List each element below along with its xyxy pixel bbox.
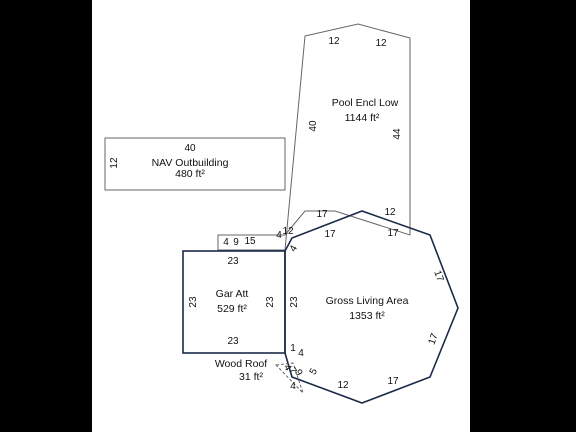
gla-dim-right-upper: 17 — [431, 269, 445, 284]
connector-dim-e: 12 — [282, 226, 294, 237]
gla-dim-top-right: 17 — [387, 228, 399, 239]
wood-dim-f: 4 — [290, 381, 296, 392]
connector-dim-b: 9 — [233, 237, 239, 248]
nav-dim-top: 40 — [184, 143, 196, 154]
wood-dim-e: 9 — [292, 368, 305, 379]
wood-dim-a: 1 — [290, 343, 296, 354]
wood-roof-size: 31 ft² — [239, 371, 263, 383]
pool-dim-top-left: 12 — [328, 36, 340, 47]
wood-dim-d: 7 — [286, 366, 299, 377]
gla-dim-west: 23 — [289, 296, 300, 308]
gar-dim-left: 23 — [188, 296, 199, 308]
wood-dim-c: 4 — [281, 363, 294, 374]
nav-outbuilding-outline — [104, 137, 286, 191]
connector-dim-f: 17 — [316, 209, 328, 220]
floor-plan-sketch: 40 12 NAV Outbuilding 480 ft² 12 12 40 4… — [104, 23, 459, 404]
gar-name: Gar Att — [216, 288, 249, 300]
gla-dim-bottom-left: 12 — [337, 380, 349, 391]
gla-dim-bottom-short: 5 — [308, 366, 321, 377]
gla-dim-right-lower: 17 — [427, 332, 441, 347]
connector-dim-c: 15 — [244, 236, 256, 247]
nav-outbuilding-name: NAV Outbuilding — [152, 157, 229, 169]
gla-dim-bottom-right: 17 — [387, 376, 399, 387]
gar-size: 529 ft² — [217, 303, 247, 315]
pool-size: 1144 ft² — [345, 112, 380, 124]
gar-dim-bottom: 23 — [227, 336, 239, 347]
wood-roof-name: Wood Roof — [215, 358, 267, 370]
connector-dim-d: 4 — [276, 230, 282, 241]
nav-outbuilding-size: 480 ft² — [175, 168, 205, 180]
nav-dim-left: 12 — [109, 157, 120, 169]
pool-dim-top-right: 12 — [375, 38, 387, 49]
gla-size: 1353 ft² — [349, 310, 385, 322]
gar-dim-right: 23 — [265, 296, 276, 308]
pool-dim-right: 44 — [392, 128, 403, 140]
gar-dim-top: 23 — [227, 256, 239, 267]
gla-name: Gross Living Area — [326, 295, 409, 307]
gla-outline — [284, 210, 459, 404]
pool-enclosure-outline — [217, 23, 411, 251]
gla-dim-top-left: 17 — [324, 229, 336, 240]
wood-roof-outline — [275, 362, 304, 394]
sketch-canvas: 40 12 NAV Outbuilding 480 ft² 12 12 40 4… — [92, 0, 470, 432]
connector-dim-g: 12 — [384, 207, 396, 218]
pool-name: Pool Encl Low — [332, 97, 399, 109]
pool-dim-left: 40 — [308, 120, 319, 132]
connector-dim-a: 4 — [223, 237, 229, 248]
wood-dim-b: 4 — [298, 348, 304, 359]
gla-dim-nw-small: 4 — [288, 243, 301, 254]
